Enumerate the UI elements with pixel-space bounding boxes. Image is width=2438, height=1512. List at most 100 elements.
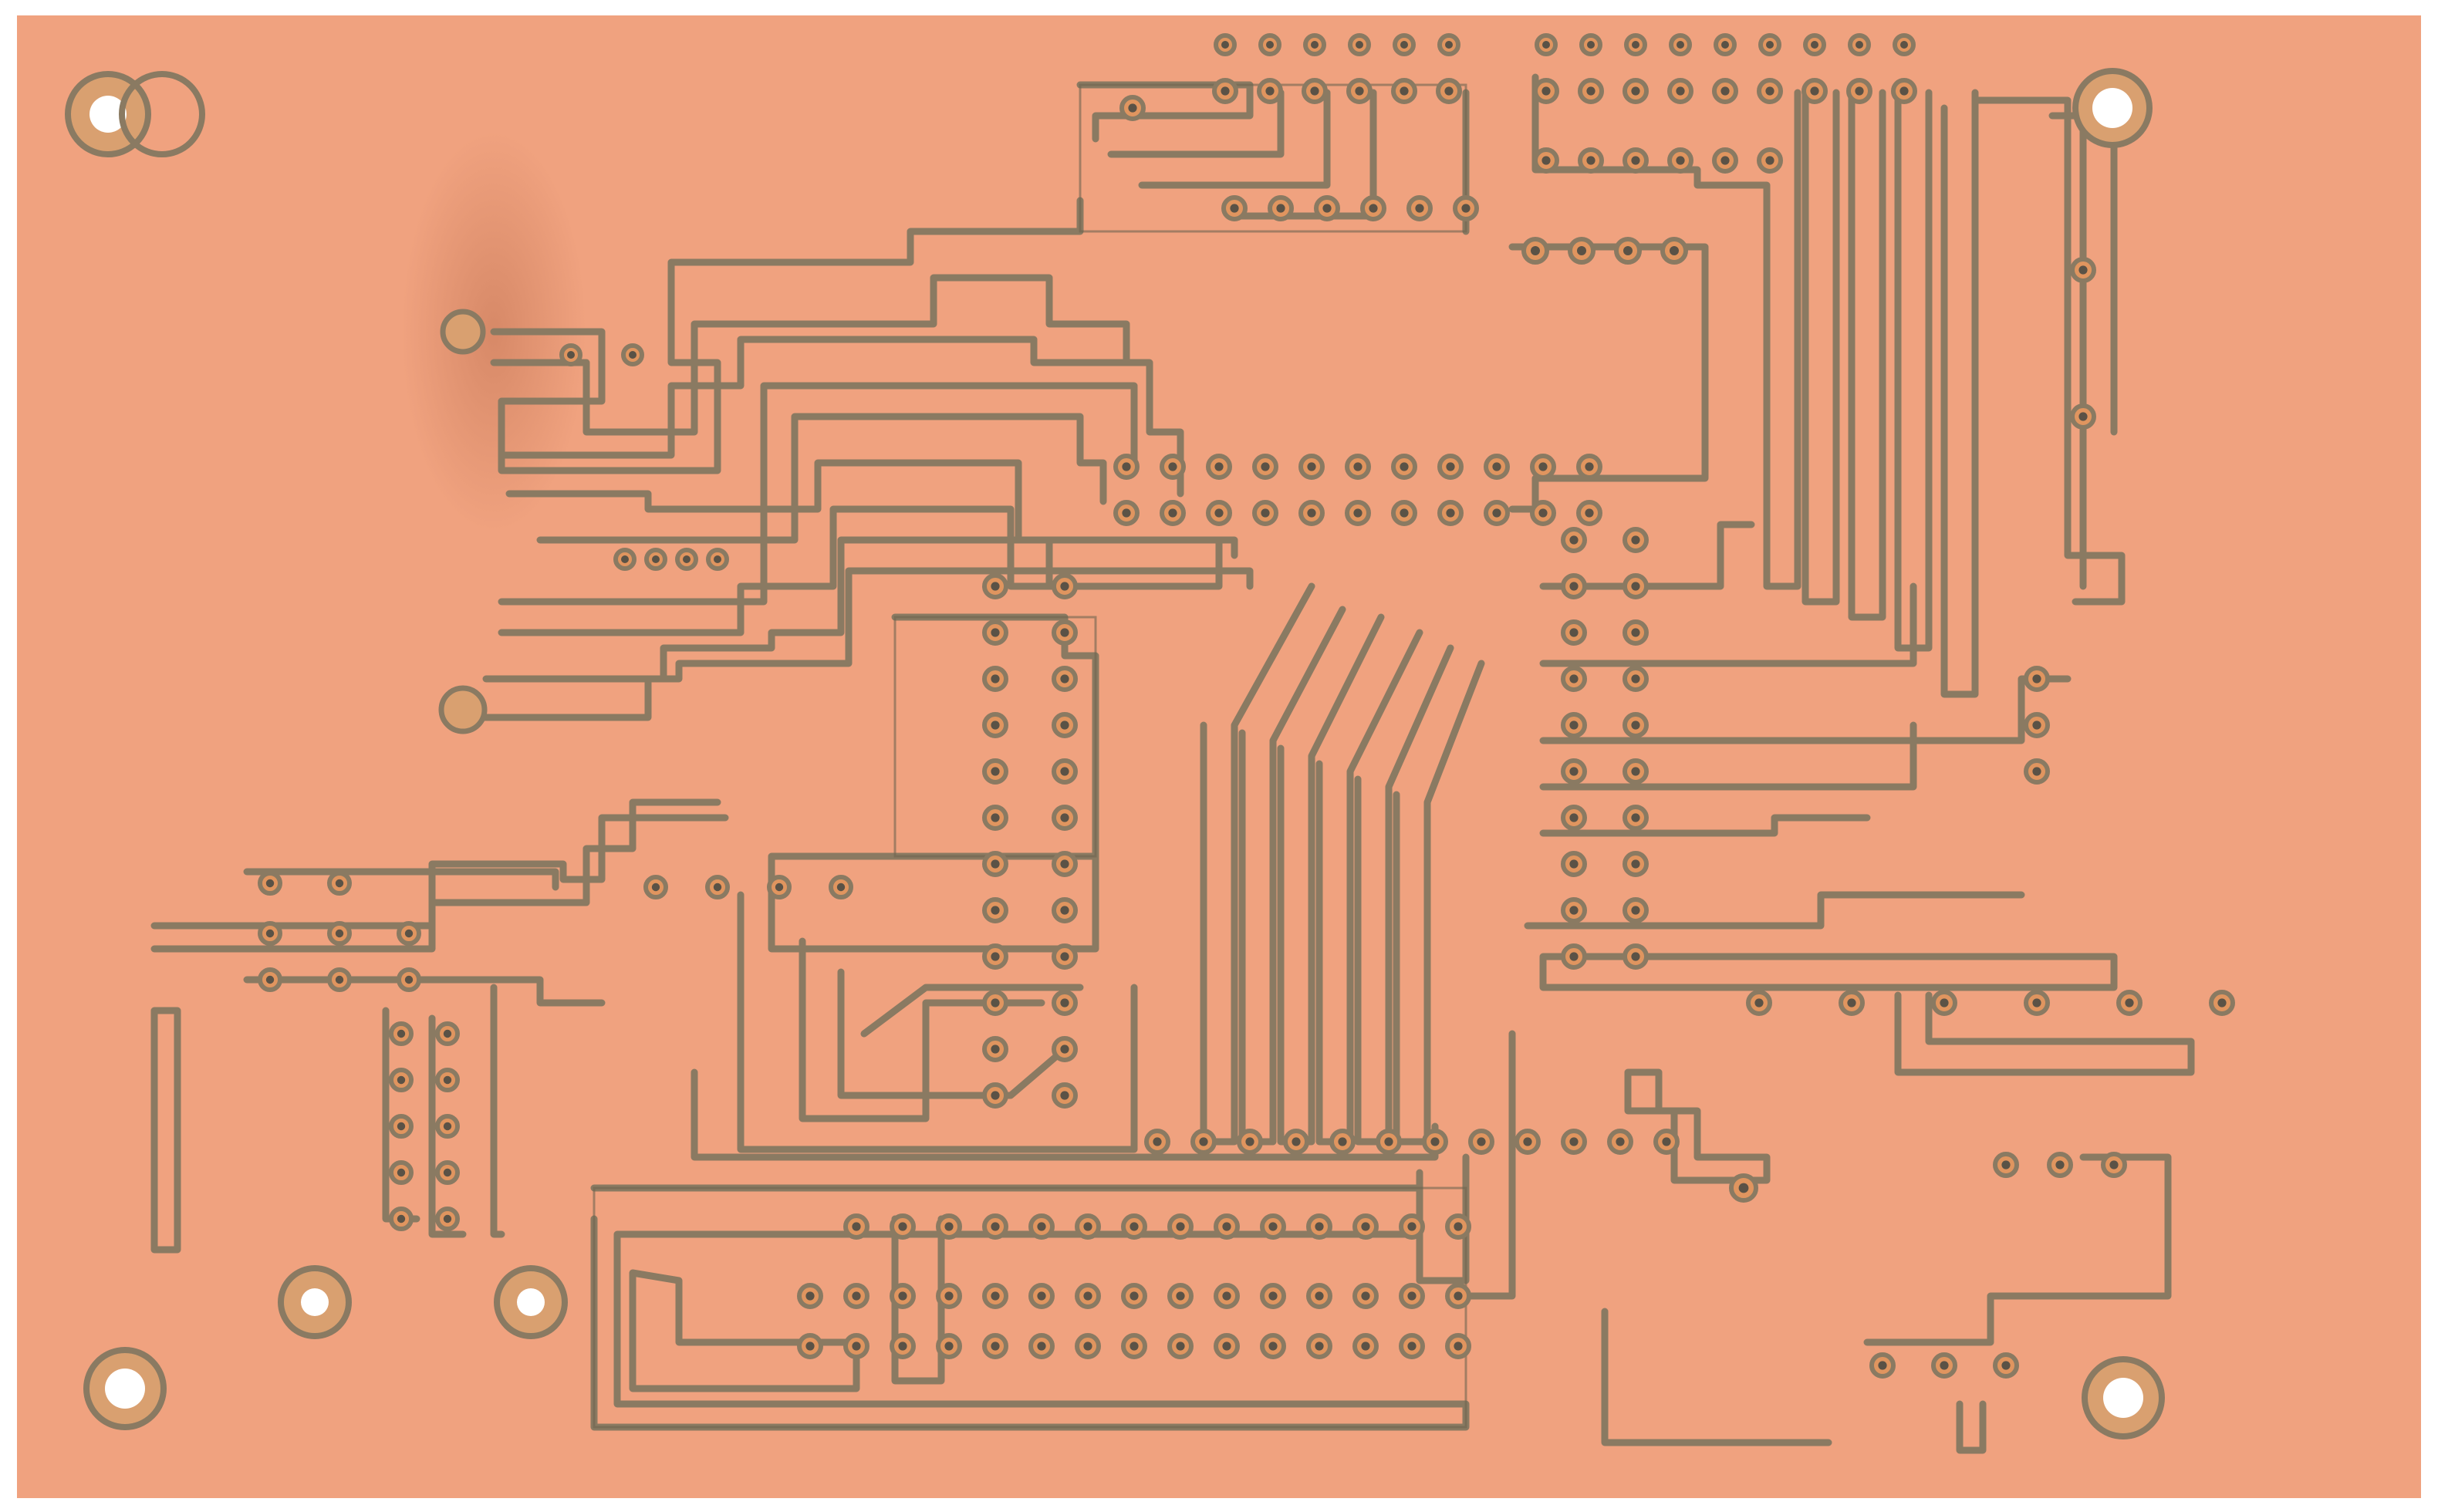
drill-hole	[397, 1075, 406, 1085]
drill-hole	[1586, 86, 1596, 96]
drill-hole	[1265, 86, 1275, 96]
drill-hole	[1122, 508, 1131, 518]
trace-outline	[150, 798, 721, 953]
drill-hole	[1569, 859, 1579, 869]
drill-hole	[1130, 1291, 1139, 1301]
trace-outline	[1601, 1308, 1832, 1446]
drill-hole	[265, 929, 275, 938]
trace-outline	[1107, 89, 1285, 158]
trace-outline	[1863, 1153, 2172, 1346]
drill-hole	[1130, 1222, 1139, 1231]
drill-hole	[1766, 41, 1774, 49]
drill-hole	[1400, 41, 1408, 49]
drill-hole	[1587, 41, 1595, 49]
trace-outline	[1531, 73, 1801, 590]
drill-hole	[1060, 628, 1069, 637]
drill-hole	[1407, 1222, 1417, 1231]
drill-hole	[1176, 1291, 1185, 1301]
drill-hole	[1631, 952, 1640, 961]
trace-outline	[459, 567, 1254, 721]
drill-hole	[1176, 1222, 1185, 1231]
drill-hole	[2217, 998, 2227, 1007]
drill-hole	[1199, 1137, 1208, 1146]
drill-hole	[944, 1222, 954, 1231]
drill-hole	[1541, 86, 1551, 96]
drill-hole	[1222, 1291, 1231, 1301]
drill-hole	[404, 929, 414, 938]
drill-hole	[1676, 156, 1685, 165]
drill-hole	[1878, 1361, 1887, 1370]
drill-hole	[397, 1029, 406, 1038]
drill-hole	[1222, 1342, 1231, 1351]
drill-hole	[1060, 813, 1069, 822]
drill-hole	[714, 555, 721, 563]
trace-outline	[1238, 606, 1346, 1146]
drill-hole	[1060, 1091, 1069, 1100]
drill-hole	[1060, 582, 1069, 591]
drill-hole	[1541, 156, 1551, 165]
drill-hole	[1855, 86, 1864, 96]
drill-hole	[1631, 767, 1640, 776]
drill-hole	[1631, 674, 1640, 683]
gap-box	[593, 1186, 1467, 1429]
drill-hole	[1153, 1137, 1162, 1146]
drill-hole	[1400, 86, 1409, 96]
drill-hole	[1720, 86, 1730, 96]
drill-hole	[1214, 508, 1224, 518]
drill-hole	[1130, 1342, 1139, 1351]
drill-hole	[1569, 813, 1579, 822]
trace-outline	[860, 984, 1084, 1038]
trace-outline	[1539, 814, 1871, 837]
trace-outline	[1277, 613, 1385, 1146]
trace-outline	[1956, 1400, 1987, 1454]
trace-outline	[498, 336, 1184, 498]
drill-hole	[852, 1342, 861, 1351]
drill-hole	[1899, 86, 1909, 96]
drill-hole	[1623, 246, 1633, 255]
drill-hole	[1677, 41, 1684, 49]
drill-hole	[1407, 1291, 1417, 1301]
drill-hole	[1268, 1222, 1278, 1231]
drill-hole	[1407, 1342, 1417, 1351]
drill-hole	[1670, 246, 1679, 255]
drill-hole	[1307, 462, 1316, 471]
drill-hole	[1361, 1222, 1370, 1231]
drill-hole	[1856, 41, 1863, 49]
drill-hole	[265, 879, 275, 888]
drill-hole	[1631, 859, 1640, 869]
drill-hole	[991, 1342, 1000, 1351]
drill-hole	[1940, 1361, 1949, 1370]
drill-hole	[1083, 1342, 1092, 1351]
mounting-hole	[517, 1288, 545, 1316]
pad-field	[258, 33, 2235, 1379]
drill-hole	[1311, 41, 1319, 49]
drill-hole	[1631, 628, 1640, 637]
mounting-hole	[301, 1288, 329, 1316]
drill-hole	[1356, 41, 1363, 49]
drill-hole	[991, 906, 1000, 915]
drill-hole	[2125, 998, 2134, 1007]
drill-hole	[1631, 582, 1640, 591]
trace-outline	[490, 274, 1130, 436]
drill-hole	[1168, 508, 1177, 518]
drill-hole	[1353, 508, 1363, 518]
drill-hole	[1415, 204, 1424, 213]
trace-outline	[1624, 1068, 1771, 1184]
trace-outline	[1524, 891, 2025, 930]
drill-hole	[991, 1045, 1000, 1054]
mounting-holes	[65, 68, 2165, 1439]
drill-hole	[852, 1222, 861, 1231]
drill-hole	[1585, 508, 1594, 518]
drill-hole	[1315, 1342, 1324, 1351]
drill-hole	[805, 1291, 815, 1301]
drill-hole	[1060, 767, 1069, 776]
trace-outline	[150, 1007, 181, 1254]
drill-hole	[1037, 1291, 1046, 1301]
drill-hole	[1369, 204, 1378, 213]
mounting-hole	[2103, 1378, 2143, 1418]
drill-hole	[1322, 204, 1332, 213]
trace-outline	[1539, 582, 1917, 667]
drill-hole	[335, 975, 344, 984]
drill-hole	[1037, 1342, 1046, 1351]
drill-hole	[1631, 156, 1640, 165]
